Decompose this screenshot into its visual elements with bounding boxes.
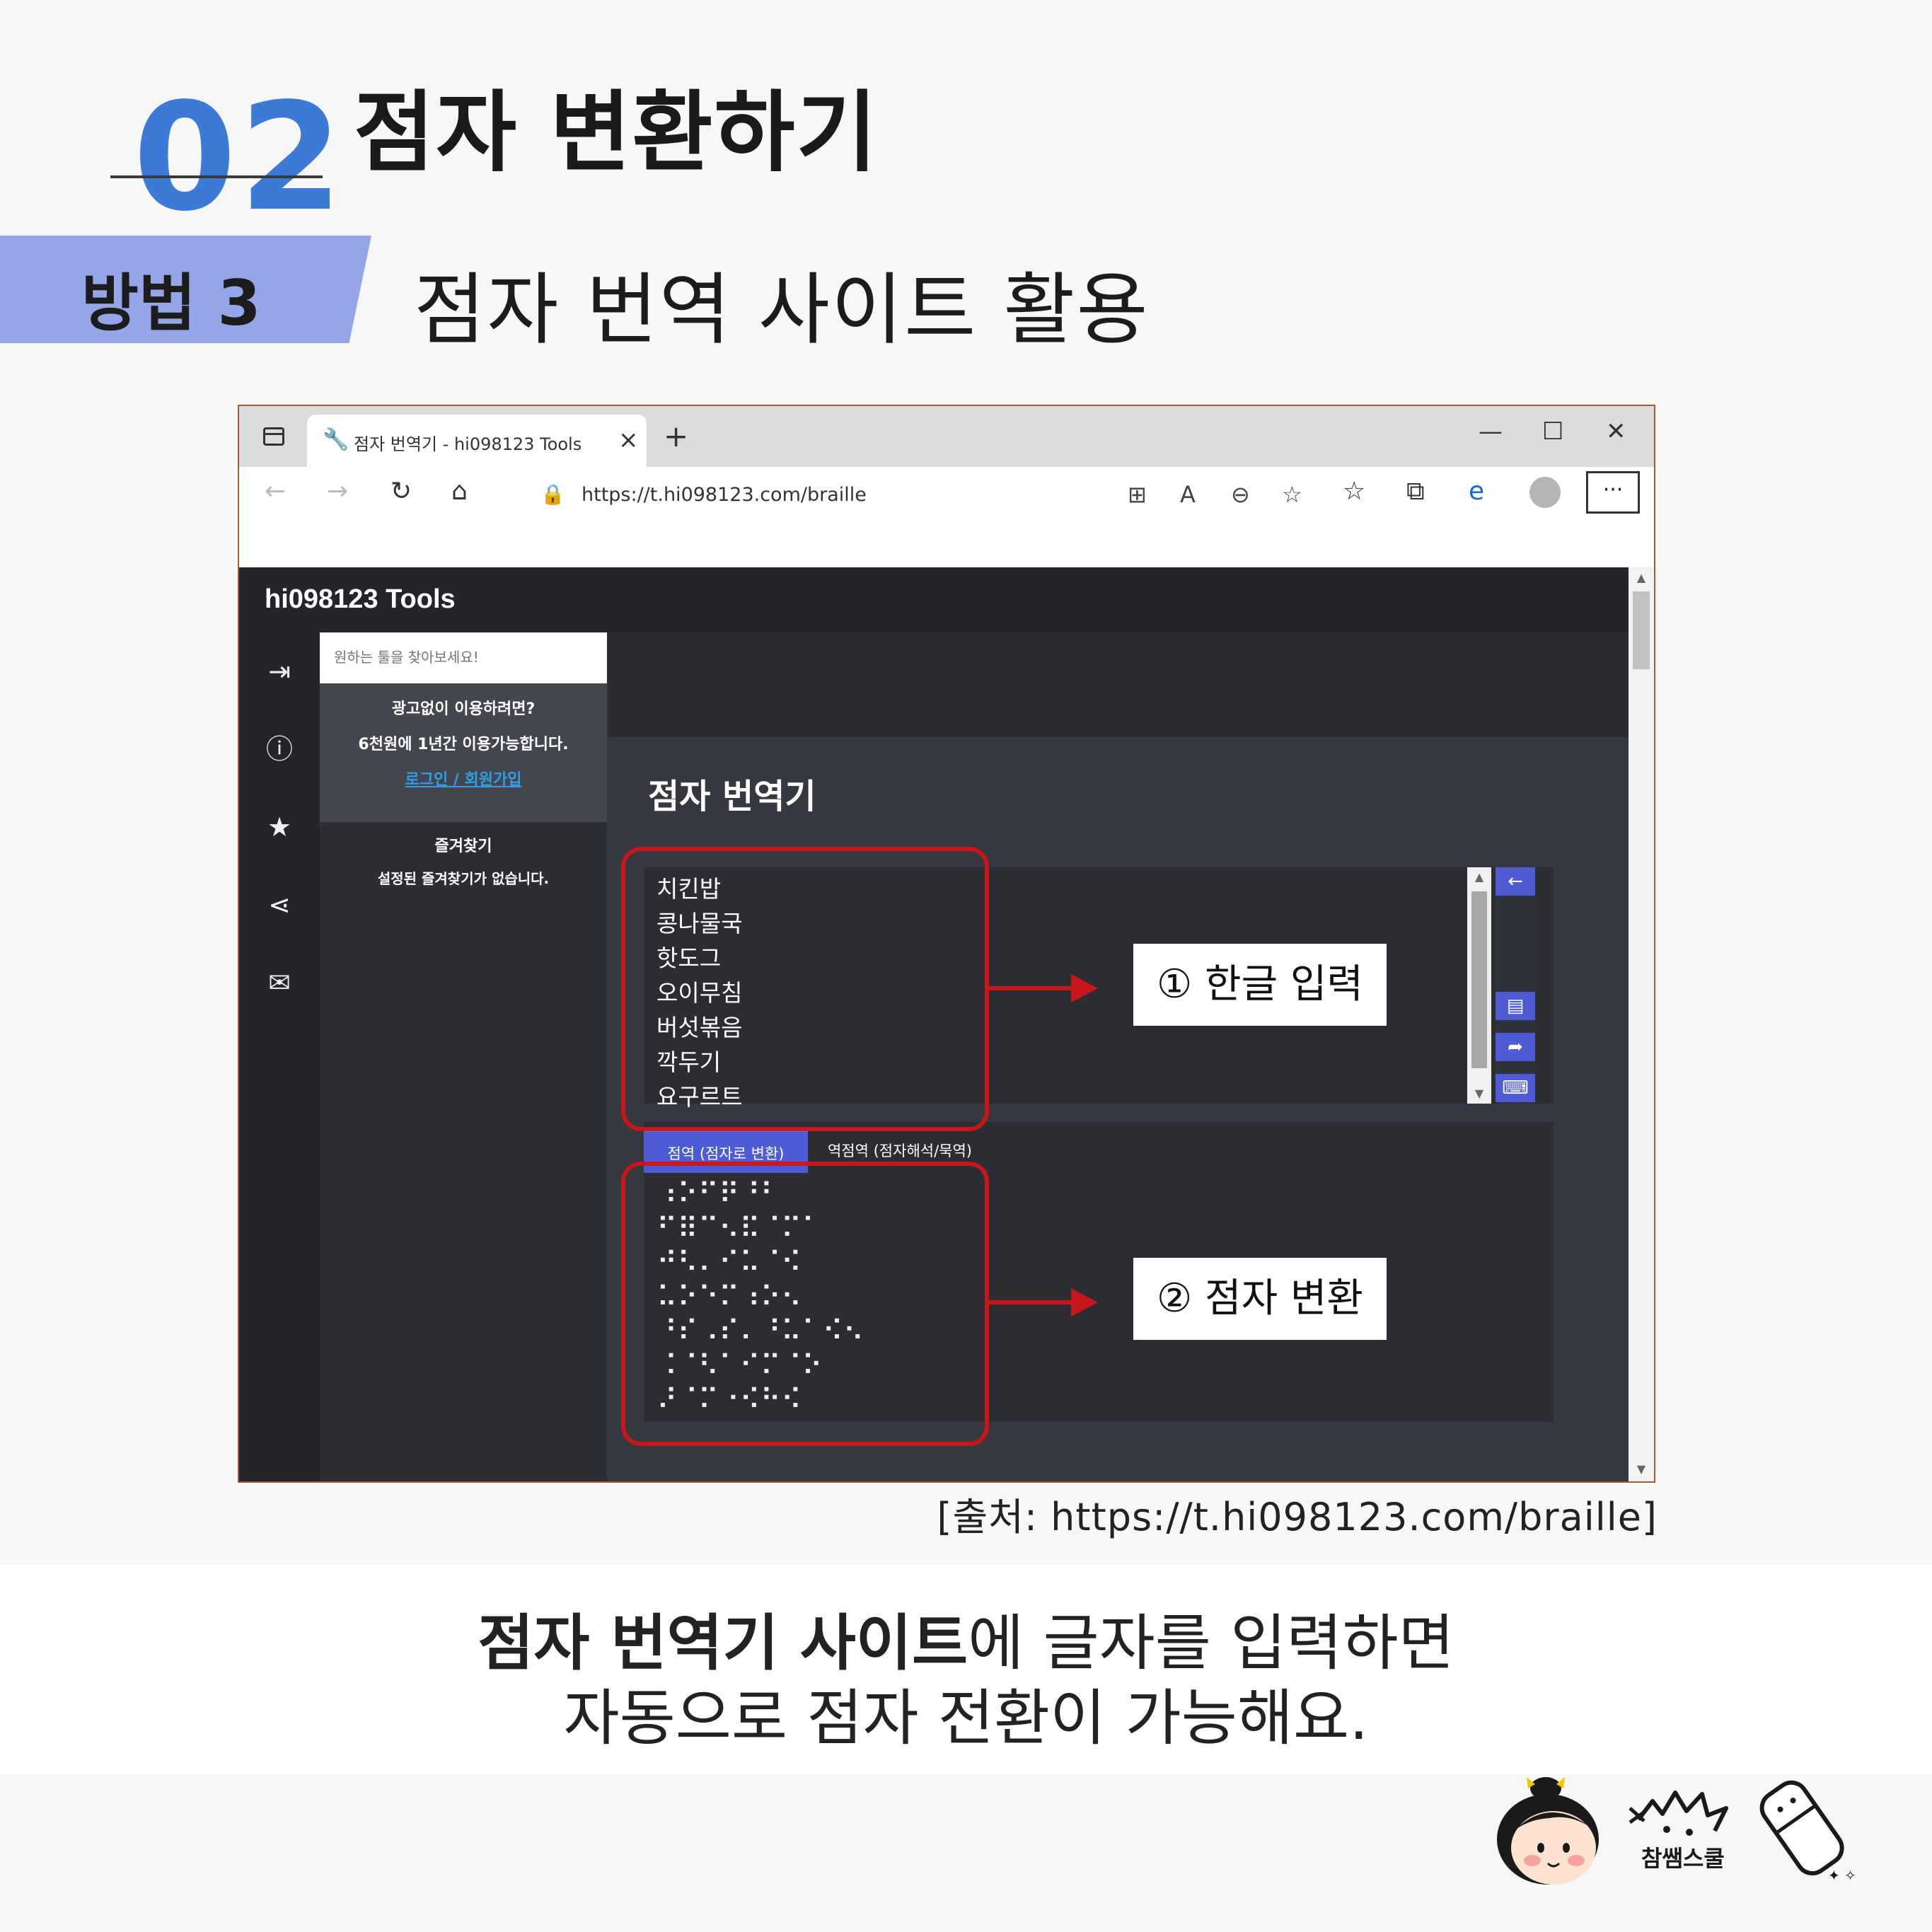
collections-icon[interactable]: ⧉ [1406,477,1425,506]
page-scroll-down-icon[interactable]: ▼ [1636,1462,1646,1476]
icon-rail: ⇥ ⓘ ★ ⋖ ✉ [239,632,320,1481]
svg-text:✦ ✧: ✦ ✧ [1828,1867,1856,1884]
girl-mascot-icon [1497,1777,1599,1885]
arrow-1-head [1071,974,1098,1002]
ie-mode-icon[interactable]: e [1469,477,1485,506]
new-tab-button[interactable]: + [664,419,689,453]
braille-text[interactable]: ⠰⠕⠋⠟⠘⠃ ⠋⠿⠉⠢⠯⠈⠍⠁ ⠚⠣⠄⠊⠥⠈⠪ ⠥⠕⠑⠍⠰⠕⠢ ⠘⠎⠠⠎⠄⠘⠥⠁… [656,1178,864,1416]
tab-braille-reverse[interactable]: 역점역 (점자해석/묵역) [827,1143,972,1159]
add-favorite-icon[interactable]: ☆ [1282,481,1302,508]
browser-window: 🔧 점자 번역기 - hi098123 Tools × + — ☐ ✕ ← → … [238,405,1655,1483]
callout-braille-output: ② 점자 변환 [1133,1258,1387,1340]
app-available-icon[interactable]: ⊞ [1128,481,1147,508]
output-highlight-box [621,1162,989,1446]
ad-band [607,632,1629,737]
read-aloud-icon[interactable]: A [1180,481,1196,508]
site-brand[interactable]: hi098123 Tools [265,584,456,614]
favorites-icon[interactable]: ☆ [1343,477,1366,506]
method-subtitle: 점자 번역 사이트 활용 [414,265,1150,355]
backspace-arrow-icon[interactable]: ← [1496,867,1535,896]
mail-icon[interactable]: ✉ [268,967,291,998]
section-number: 02 [133,71,346,244]
browser-tab[interactable]: 🔧 점자 번역기 - hi098123 Tools × [307,415,647,467]
ad-line-1: 광고없이 이용하려면? [391,700,536,718]
textarea-scroll-thumb[interactable] [1471,891,1487,1068]
tab-strip: 🔧 점자 번역기 - hi098123 Tools × + — ☐ ✕ [239,406,1654,467]
caption-line-2: 자동으로 점자 전환이 가능해요. [563,1683,1369,1754]
page-scroll-thumb[interactable] [1633,591,1650,669]
left-panel: 광고없이 이용하려면? 6천원에 1년간 이용가능합니다. 로그인 / 회원가입… [320,632,607,1481]
site-header: hi098123 Tools [239,567,1629,632]
home-icon[interactable]: ⌂ [451,477,468,506]
ad-free-box: 광고없이 이용하려면? 6천원에 1년간 이용가능합니다. 로그인 / 회원가입 [320,683,607,822]
scroll-down-icon[interactable]: ▼ [1474,1087,1484,1100]
caption-bold: 점자 번역기 사이트 [478,1608,968,1679]
favorites-empty-text: 설정된 즐겨찾기가 없습니다. [377,870,550,887]
share-arrow-icon[interactable]: ➦ [1496,1033,1535,1061]
tab-actions-icon[interactable] [263,427,284,446]
input-highlight-box [621,847,989,1131]
refresh-icon[interactable]: ↻ [391,477,412,506]
page-scroll-up-icon[interactable]: ▲ [1636,571,1646,584]
more-options-button[interactable]: ··· [1586,471,1640,514]
source-credit: [출처: https://t.hi098123.com/braille] [937,1495,1658,1539]
window-close-icon[interactable]: ✕ [1606,417,1626,446]
braille-output[interactable]: ⠰⠕⠋⠟⠘⠃ ⠋⠿⠉⠢⠯⠈⠍⠁ ⠚⠣⠄⠊⠥⠈⠪ ⠥⠕⠑⠍⠰⠕⠢ ⠘⠎⠠⠎⠄⠘⠥⠁… [644,1173,1554,1422]
forward-icon[interactable]: → [327,477,349,506]
url-text[interactable]: https://t.hi098123.com/braille [582,484,867,506]
textarea-scrollbar[interactable]: ▲ ▼ [1467,867,1491,1104]
section-number-underline [110,175,323,178]
arrow-2-head [1071,1288,1098,1317]
tool-search[interactable] [320,632,607,683]
close-tab-icon[interactable]: × [618,426,639,454]
korean-input-textarea[interactable]: 치킨밥 콩나물국 핫도그 오이무침 버섯볶음 깍두기 요구르트 ▲ ▼ ← ▤ … [644,867,1554,1111]
star-icon[interactable]: ★ [267,811,292,843]
caption-line-1: 점자 번역기 사이트에 글자를 입력하면 [0,1593,1932,1682]
profile-avatar[interactable] [1529,477,1561,508]
translator-title: 점자 번역기 [648,777,816,816]
lock-icon[interactable]: 🔒 [540,482,565,506]
document-icon[interactable]: ▤ [1496,992,1535,1020]
caption-rest: 에 글자를 입력하면 [968,1608,1454,1679]
address-bar[interactable]: 🔒 https://t.hi098123.com/braille ⊞ A ⊖ ☆ [511,474,1310,514]
favorites-section: 즐겨찾기 설정된 즐겨찾기가 없습니다. [320,833,607,888]
keyboard-icon[interactable]: ⌨ [1496,1074,1535,1102]
ad-line-2: 6천원에 1년간 이용가능합니다. [358,736,569,753]
login-signup-link[interactable]: 로그인 / 회원가입 [405,771,522,789]
scroll-up-icon[interactable]: ▲ [1474,870,1484,884]
page-scrollbar[interactable]: ▲ ▼ [1629,567,1654,1481]
browser-toolbar: ← → ↻ ⌂ 🔒 https://t.hi098123.com/braille… [239,467,1654,521]
arrow-1-line [989,986,1075,990]
minimize-icon[interactable]: — [1479,417,1503,446]
page-title: 점자 변환하기 [354,82,879,184]
share-icon[interactable]: ⋖ [268,889,291,920]
method-badge [0,236,371,343]
favorites-title: 즐겨찾기 [434,838,492,855]
callout-korean-input: ① 한글 입력 [1133,944,1387,1026]
chamssem-school-logo: 참쌤스쿨 [1629,1791,1728,1872]
eraser-mascot-icon: ✦ ✧ [1759,1780,1856,1884]
maximize-icon[interactable]: ☐ [1542,417,1564,446]
info-icon[interactable]: ⓘ [265,734,293,765]
back-icon[interactable]: ← [265,477,287,506]
arrow-2-line [989,1300,1075,1305]
wrench-icon: 🔧 [323,427,349,452]
tab-title: 점자 번역기 - hi098123 Tools [354,434,582,454]
svg-text:참쌤스쿨: 참쌤스쿨 [1641,1845,1725,1872]
input-text[interactable]: 치킨밥 콩나물국 핫도그 오이무침 버섯볶음 깍두기 요구르트 [656,875,743,1111]
method-label: 방법 3 [81,267,261,340]
login-icon[interactable]: ⇥ [268,656,291,687]
zoom-out-icon[interactable]: ⊖ [1231,481,1250,508]
caption-band [0,1565,1932,1774]
tool-search-input[interactable] [320,632,589,682]
web-page: hi098123 Tools ⇥ ⓘ ★ ⋖ ✉ 광고없이 이용하려면? 6천원… [239,567,1629,1481]
